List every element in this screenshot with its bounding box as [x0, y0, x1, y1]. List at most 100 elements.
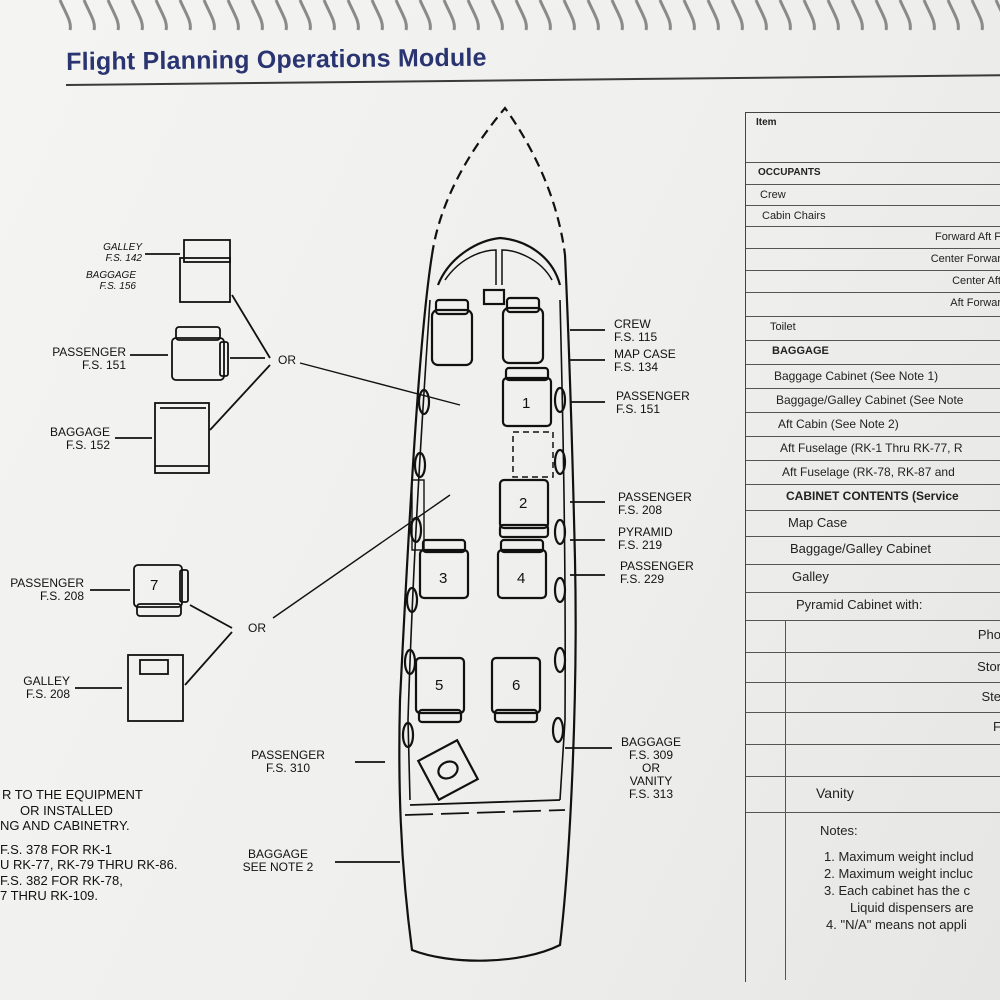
seat-2-label: 2	[519, 495, 527, 512]
spiral-coil	[370, 0, 384, 31]
seat-1	[501, 376, 553, 428]
spiral-coil	[226, 0, 240, 31]
spiral-coil	[250, 0, 264, 31]
spiral-coil	[106, 0, 120, 31]
spiral-coil	[730, 0, 744, 31]
spiral-coil	[274, 0, 288, 31]
passenger-208-option-icon	[133, 564, 189, 617]
table-row: BAGGAGE	[746, 340, 1000, 365]
seat-1-label: 1	[522, 395, 530, 412]
spiral-coil	[562, 0, 576, 31]
table-row: Baggage/Galley Cabinet (See Note	[746, 388, 1000, 413]
or-label-bottom: OR	[248, 621, 266, 635]
table-row: Galley	[746, 564, 1000, 591]
or-label-top: OR	[278, 353, 296, 367]
table-row: Baggage Cabinet (See Note 1)	[746, 364, 1000, 389]
nose-radome	[430, 106, 567, 256]
baggage-152-icon	[154, 402, 210, 474]
spiral-coil	[466, 0, 480, 31]
table-row	[746, 744, 1000, 777]
spiral-binding	[58, 0, 1000, 31]
table-row: Pyramid Cabinet with:	[746, 592, 1000, 621]
table-row: Baggage/Galley Cabinet	[746, 536, 1000, 563]
spiral-coil	[322, 0, 336, 31]
spiral-coil	[394, 0, 408, 31]
table-row: Ste	[746, 682, 1000, 713]
baggage-156-icon	[179, 257, 231, 303]
spiral-coil	[682, 0, 696, 31]
spiral-coil	[754, 0, 768, 31]
spiral-coil	[610, 0, 624, 31]
table-row: Map Case	[746, 510, 1000, 537]
seat-7-label: 7	[150, 577, 158, 594]
seat-5	[414, 656, 466, 715]
crew-seat-right	[501, 306, 545, 365]
vanity-cabinet	[416, 738, 480, 802]
spiral-coil	[586, 0, 600, 31]
galley-208-icon	[127, 654, 184, 722]
spiral-coil	[490, 0, 504, 31]
spiral-coil	[202, 0, 216, 31]
spiral-coil	[802, 0, 816, 31]
table-row: CABINET CONTENTS (Service	[746, 484, 1000, 511]
table-row: Aft Forwar	[746, 292, 1000, 317]
table-row: Aft Cabin (See Note 2)	[746, 412, 1000, 437]
table-row: OCCUPANTS	[746, 162, 1000, 185]
spiral-coil	[82, 0, 96, 31]
windshield	[436, 236, 562, 286]
table-row: Pho	[746, 620, 1000, 651]
table-row: Aft Fuselage (RK-78, RK-87 and	[746, 460, 1000, 485]
spiral-coil	[898, 0, 912, 31]
spiral-coil	[634, 0, 648, 31]
spiral-coil	[418, 0, 432, 31]
spiral-coil	[298, 0, 312, 31]
table-row: F	[746, 712, 1000, 745]
spiral-coil	[970, 0, 984, 31]
spiral-coil	[538, 0, 552, 31]
seat-3-label: 3	[439, 570, 447, 587]
table-row: Cabin Chairs	[746, 205, 1000, 228]
table-row: Center Aft	[746, 270, 1000, 293]
seat-4-label: 4	[517, 570, 525, 587]
loading-table: Item OCCUPANTS Crew Cabin Chairs Forward…	[745, 112, 1000, 982]
seat-6-label: 6	[512, 677, 520, 694]
seat-2	[498, 478, 550, 530]
notes-section: Notes: 1. Maximum weight includ 2. Maxim…	[746, 812, 1000, 983]
spiral-coil	[154, 0, 168, 31]
seat-4	[496, 548, 548, 600]
spiral-coil	[130, 0, 144, 31]
spiral-coil	[946, 0, 960, 31]
table-row: Center Forwar	[746, 248, 1000, 271]
spiral-coil	[178, 0, 192, 31]
table-row: Stor	[746, 652, 1000, 683]
spiral-coil	[826, 0, 840, 31]
table-row: Vanity	[746, 776, 1000, 813]
galley-142-icon	[183, 239, 231, 263]
table-row: Aft Fuselage (RK-1 Thru RK-77, R	[746, 436, 1000, 461]
spiral-coil	[514, 0, 528, 31]
spiral-coil	[706, 0, 720, 31]
spiral-coil	[58, 0, 72, 31]
table-row: Toilet	[746, 316, 1000, 341]
baggage-vanity-callout: BAGGAGE F.S. 309 OR VANITY F.S. 313	[620, 735, 682, 801]
seat-3	[418, 548, 470, 600]
spiral-coil	[778, 0, 792, 31]
table-inner-rule	[785, 620, 786, 980]
spiral-coil	[442, 0, 456, 31]
left-notes: R TO THE EQUIPMENT OR INSTALLED NG AND C…	[0, 787, 178, 903]
